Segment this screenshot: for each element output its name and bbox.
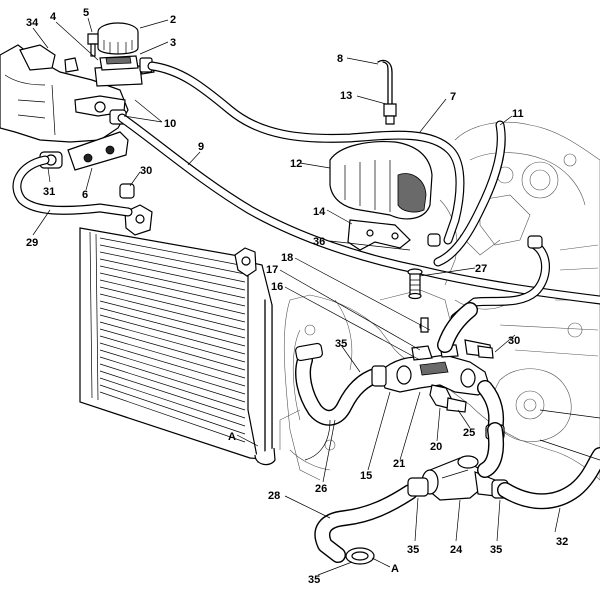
hose-7 <box>147 61 465 245</box>
callout-12: 12 <box>290 158 302 170</box>
callout-10: 10 <box>164 118 176 130</box>
callout-labels: 34 4 5 2 3 8 7 13 11 10 9 12 30 31 6 29 … <box>26 7 568 586</box>
hose-32 <box>497 447 600 510</box>
callout-26: 26 <box>315 483 327 495</box>
engine-block <box>279 122 600 481</box>
bleed-pipe-8 <box>377 59 397 125</box>
hose-29 <box>12 155 133 217</box>
callout-20: 20 <box>430 441 442 453</box>
hose-9 <box>117 113 600 305</box>
housing-cover-12 <box>329 140 433 220</box>
callout-24: 24 <box>450 544 463 556</box>
callout-7: 7 <box>450 91 456 103</box>
hose-28 <box>314 484 418 563</box>
callout-11: 11 <box>512 108 524 120</box>
coolant-manifold <box>379 339 493 396</box>
t-piece-24 <box>421 455 496 501</box>
callout-14: 14 <box>313 206 326 218</box>
hose-35-upper <box>295 352 386 426</box>
hose-vertical-right <box>477 422 505 478</box>
expansion-tank <box>0 44 129 143</box>
callout-18: 18 <box>281 252 293 264</box>
callout-21: 21 <box>393 458 405 470</box>
callout-A-bottom: A <box>391 563 399 575</box>
callout-35-upper: 35 <box>335 338 347 350</box>
callout-17: 17 <box>266 264 278 276</box>
leader-lines <box>32 17 600 576</box>
callout-31: 31 <box>43 186 55 198</box>
sensor-20-25 <box>419 317 494 413</box>
callout-32: 32 <box>556 536 568 548</box>
bolt-27 <box>407 268 423 300</box>
callout-A-left: A <box>228 431 236 443</box>
hose-26 <box>304 419 331 461</box>
callout-4: 4 <box>50 11 57 23</box>
callout-27: 27 <box>475 263 487 275</box>
hose-11 <box>433 120 506 267</box>
callout-30-lower: 30 <box>508 335 520 347</box>
callout-3: 3 <box>170 37 176 49</box>
callout-13: 13 <box>340 90 352 102</box>
callout-5: 5 <box>83 7 89 19</box>
callout-8: 8 <box>337 53 343 65</box>
callout-15: 15 <box>360 470 372 482</box>
hose-upper-manifold <box>437 302 478 353</box>
filler-cap-assembly <box>87 22 155 87</box>
callout-36: 36 <box>313 236 325 248</box>
bracket-14 <box>347 219 411 251</box>
callout-2: 2 <box>170 14 176 26</box>
radiator <box>79 204 276 466</box>
clamp-right <box>119 183 543 249</box>
callout-16: 16 <box>271 281 283 293</box>
callout-6: 6 <box>82 189 88 201</box>
callout-25: 25 <box>463 427 475 439</box>
callout-9: 9 <box>198 141 204 153</box>
clamp-35-upper <box>295 342 387 387</box>
callout-29: 29 <box>26 237 38 249</box>
callout-35-bottom: 35 <box>308 574 320 586</box>
callout-28: 28 <box>268 490 280 502</box>
callout-34: 34 <box>26 17 39 29</box>
callout-35-bottom-right: 35 <box>490 544 502 556</box>
hose-30 <box>450 240 550 323</box>
callout-35-bottom-left: 35 <box>407 544 419 556</box>
callout-30-upper: 30 <box>140 165 152 177</box>
